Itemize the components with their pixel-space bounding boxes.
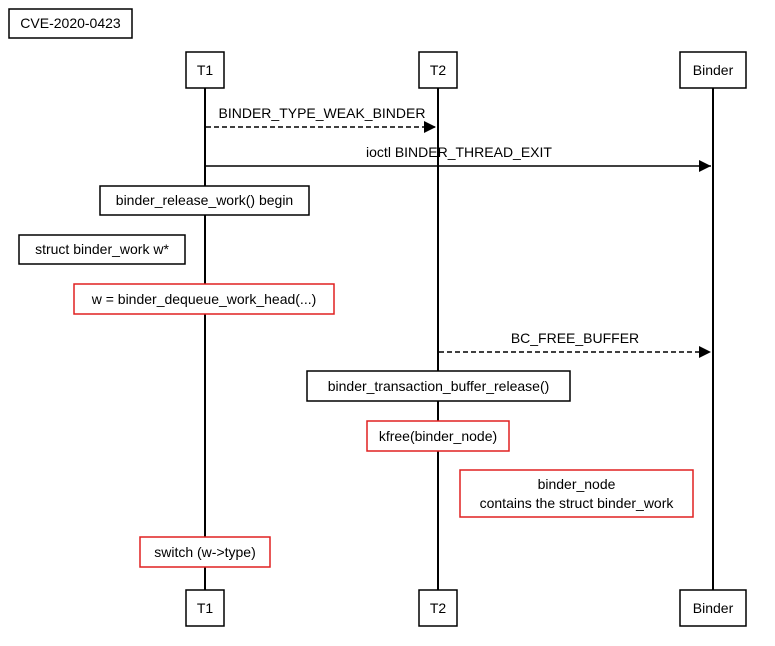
message-weak-binder: BINDER_TYPE_WEAK_BINDER [206,105,436,133]
participant-t1-bottom: T1 [185,589,225,627]
note-release-work-begin-text: binder_release_work() begin [116,192,293,208]
participant-binder-bottom: Binder [679,589,747,627]
participant-t1-label-bottom: T1 [197,600,214,616]
participant-binder-label: Binder [693,62,734,78]
note-binder-node-line2: contains the struct binder_work [480,495,675,511]
participant-t2-label-bottom: T2 [430,600,447,616]
note-dequeue: w = binder_dequeue_work_head(...) [73,283,335,315]
message-weak-binder-label: BINDER_TYPE_WEAK_BINDER [219,105,426,121]
participant-t2-bottom: T2 [418,589,458,627]
participant-binder-label-bottom: Binder [693,600,734,616]
message-free-buffer-label: BC_FREE_BUFFER [511,330,639,346]
message-thread-exit-label: ioctl BINDER_THREAD_EXIT [366,144,552,160]
note-release-work-begin: binder_release_work() begin [99,185,310,216]
note-struct-work-text: struct binder_work w* [35,241,169,257]
participant-t2-top: T2 [418,51,458,89]
message-free-buffer: BC_FREE_BUFFER [439,330,711,358]
participant-t1-top: T1 [185,51,225,89]
note-dequeue-text: w = binder_dequeue_work_head(...) [91,291,317,307]
note-binder-node: binder_node contains the struct binder_w… [459,469,694,518]
note-switch-text: switch (w->type) [154,544,256,560]
message-thread-exit: ioctl BINDER_THREAD_EXIT [206,144,711,172]
note-kfree: kfree(binder_node) [366,420,510,452]
note-buffer-release: binder_transaction_buffer_release() [306,370,571,402]
note-binder-node-line1: binder_node [538,476,616,492]
participant-t2-label: T2 [430,62,447,78]
diagram-title-text: CVE-2020-0423 [20,15,121,31]
note-buffer-release-text: binder_transaction_buffer_release() [328,378,550,394]
diagram-title: CVE-2020-0423 [8,8,133,39]
participant-t1-label: T1 [197,62,214,78]
note-switch: switch (w->type) [139,536,271,568]
participant-binder-top: Binder [679,51,747,89]
note-kfree-text: kfree(binder_node) [379,428,497,444]
note-struct-work: struct binder_work w* [18,234,186,265]
